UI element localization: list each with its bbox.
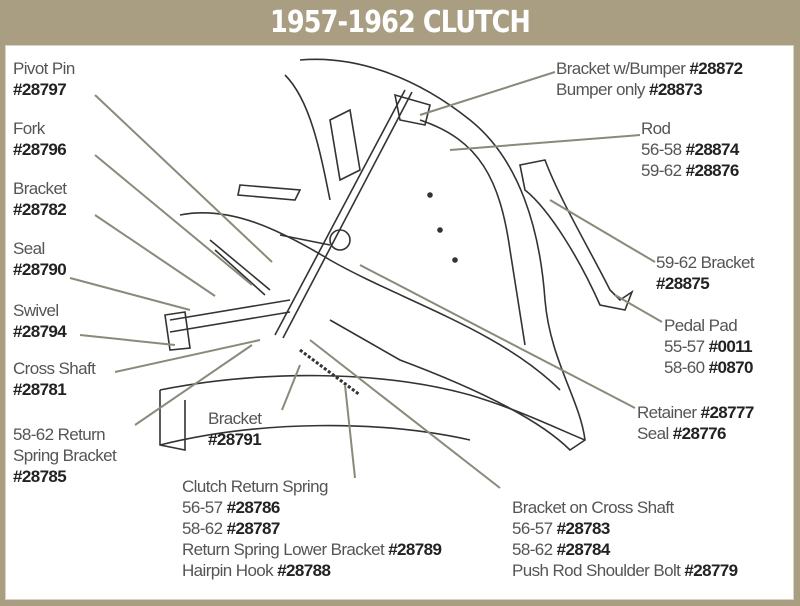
part-number: #28876 (685, 161, 740, 180)
floor-lower (159, 374, 586, 441)
label-name: Retainer (637, 403, 697, 422)
part-number: #28872 (689, 59, 743, 78)
label-name: Cross Shaft (13, 359, 96, 378)
years: 58-62 (182, 519, 223, 538)
part-number: #28782 (13, 200, 67, 219)
label-name: Swivel (13, 301, 59, 320)
years: 59-62 (641, 161, 682, 180)
label-name: Return Spring Lower Bracket (182, 540, 385, 559)
label-name: 58-62 Return (13, 425, 106, 444)
part-number: #0011 (708, 337, 753, 356)
label-seal: Seal #28790 (13, 238, 67, 280)
label-return-spring-bracket: 58-62 Return Spring Bracket #28785 (13, 424, 117, 487)
part-number: #28776 (672, 424, 727, 443)
upper-panel (284, 74, 361, 201)
part-number: #28874 (685, 140, 740, 159)
label-name: Seal (13, 239, 45, 258)
bumper-bracket (393, 93, 431, 126)
cross-shaft (164, 299, 291, 351)
swivel (237, 184, 331, 246)
label-bracket: Bracket #28782 (13, 178, 67, 220)
label-rod: Rod 56-58 #28874 59-62 #28876 (641, 118, 739, 181)
years: 56-57 (512, 519, 553, 538)
part-number: #28875 (656, 274, 710, 293)
part-number: #28781 (13, 380, 67, 399)
long-rod (419, 119, 526, 346)
label-bracket-cross-shaft: Bracket on Cross Shaft 56-57 #28783 58-6… (512, 497, 738, 581)
part-number: #28777 (700, 403, 755, 422)
part-number: #28785 (13, 467, 67, 486)
part-number: #28790 (13, 260, 67, 279)
label-name: Clutch Return Spring (182, 477, 328, 496)
label-name: Bumper only (556, 80, 645, 99)
return-spring (299, 348, 361, 397)
years: 56-57 (182, 498, 223, 517)
part-number: #0870 (708, 358, 754, 377)
label-bracket-bumper: Bracket w/Bumper #28872 Bumper only #288… (556, 58, 743, 100)
label-name: Bracket on Cross Shaft (512, 498, 674, 517)
part-number: #28779 (684, 561, 738, 580)
years: 55-57 (664, 337, 705, 356)
label-fork: Fork #28796 (13, 118, 67, 160)
years: 58-60 (664, 358, 705, 377)
part-number: #28789 (388, 540, 442, 559)
label-swivel: Swivel #28794 (13, 300, 67, 342)
fork (209, 239, 271, 296)
retainer-ring (329, 229, 351, 251)
part-number: #28783 (556, 519, 611, 538)
part-number: #28791 (208, 430, 262, 449)
label-name: 59-62 Bracket (656, 253, 755, 272)
years: 56-58 (641, 140, 682, 159)
firewall-outline (299, 58, 586, 452)
part-number: #28873 (648, 80, 703, 99)
part-number: #28787 (226, 519, 281, 538)
label-name: Push Rod Shoulder Bolt (512, 561, 681, 580)
label-name: Pedal Pad (664, 316, 738, 335)
years: 58-62 (512, 540, 553, 559)
part-number: #28784 (556, 540, 611, 559)
label-clutch-return-spring: Clutch Return Spring 56-57 #28786 58-62 … (182, 476, 442, 581)
leader-lines (69, 71, 663, 489)
tunnel-outline (179, 211, 561, 391)
frame-rail (159, 390, 471, 451)
label-name: Rod (641, 119, 671, 138)
label-retainer: Retainer #28777 Seal #28776 (637, 402, 754, 444)
part-number: #28788 (277, 561, 331, 580)
pedal-arm (519, 159, 634, 311)
label-name: Bracket (13, 179, 67, 198)
label-name: Fork (13, 119, 45, 138)
label-name: Spring Bracket (13, 446, 117, 465)
label-name: Bracket (208, 409, 262, 428)
diagram-title: 1957-1962 CLUTCH (269, 5, 531, 40)
label-pedal-pad: Pedal Pad 55-57 #0011 58-60 #0870 (664, 315, 753, 378)
part-number: #28794 (13, 322, 67, 341)
label-pivot-pin: Pivot Pin #28797 (13, 58, 75, 100)
part-number: #28796 (13, 140, 67, 159)
part-number: #28797 (13, 80, 67, 99)
label-name: Hairpin Hook (182, 561, 274, 580)
label-name: Pivot Pin (13, 59, 75, 78)
push-rod (274, 89, 413, 339)
part-number: #28786 (226, 498, 281, 517)
label-bracket-5962: 59-62 Bracket #28875 (656, 252, 755, 294)
label-cross-shaft: Cross Shaft #28781 (13, 358, 96, 400)
diagram-panel (5, 45, 794, 600)
label-name: Bracket w/Bumper (556, 59, 686, 78)
label-bracket-28791: Bracket #28791 (208, 408, 262, 450)
label-name: Seal (637, 424, 669, 443)
